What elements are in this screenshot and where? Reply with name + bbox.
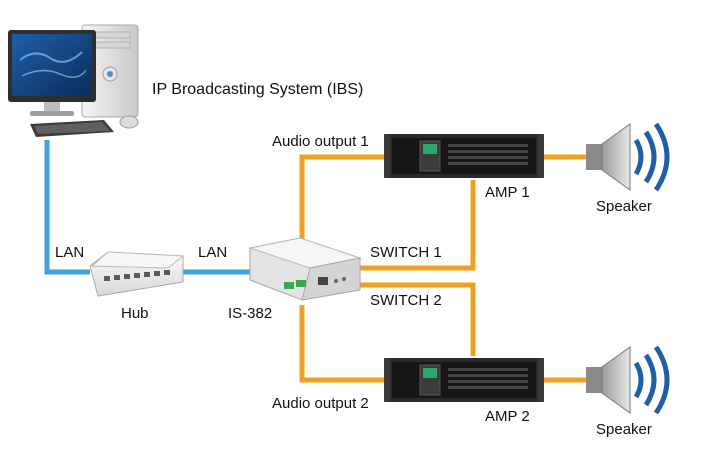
amplifier-2-icon — [384, 358, 544, 402]
lan-cables — [44, 140, 252, 275]
lan-label-hub-is382: LAN — [198, 244, 227, 261]
switch-1-cable — [360, 180, 476, 271]
audio-output-2-label: Audio output 2 — [272, 395, 369, 412]
lan-cable-pc-hub — [44, 140, 90, 275]
lan-label-pc-hub: LAN — [55, 244, 84, 261]
computer-icon — [8, 24, 139, 137]
speaker-2-label: Speaker — [596, 421, 652, 438]
speaker-2-icon — [586, 345, 670, 415]
switch-2-label: SWITCH 2 — [370, 292, 442, 309]
amp-1-label: AMP 1 — [485, 184, 530, 201]
controller-icon — [248, 237, 362, 301]
diagram-title: IP Broadcasting System (IBS) — [152, 81, 363, 98]
audio-output-2-cable — [299, 305, 390, 383]
speaker-1-label: Speaker — [596, 198, 652, 215]
switch-1-label: SWITCH 1 — [370, 244, 442, 261]
audio-output-1-label: Audio output 1 — [272, 133, 369, 150]
audio-cables — [299, 154, 588, 383]
amp-2-label: AMP 2 — [485, 408, 530, 425]
audio-output-1-cable — [299, 154, 390, 243]
switch-2-cable — [360, 282, 476, 356]
is382-label: IS-382 — [228, 305, 272, 322]
hub-icon — [89, 251, 185, 297]
amplifier-1-icon — [384, 134, 544, 178]
hub-label: Hub — [121, 305, 149, 322]
speaker-1-icon — [586, 122, 670, 192]
